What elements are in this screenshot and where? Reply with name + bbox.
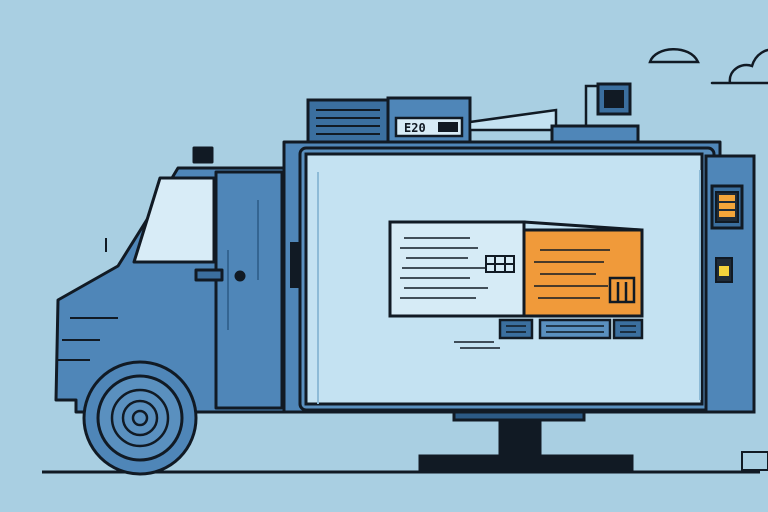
text-lines-left [400, 237, 488, 299]
text-lines-right [534, 249, 610, 299]
wheel-icon [82, 360, 198, 476]
battery-indicator-icon [715, 191, 739, 223]
panel-buttons [498, 318, 644, 340]
truck-cab [54, 146, 302, 414]
cloud-icon [648, 48, 768, 85]
screen-panel [388, 220, 644, 349]
monitor-stand-icon [418, 410, 634, 474]
side-panel [704, 154, 756, 414]
ground-block [741, 451, 768, 471]
bars-icon [608, 276, 636, 304]
roof-display-text: E20 [404, 121, 426, 135]
grid-icon [485, 255, 515, 273]
